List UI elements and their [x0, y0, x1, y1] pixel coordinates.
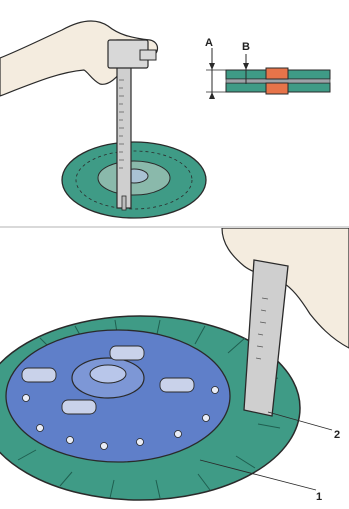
- dim-a-arrow-top: [209, 63, 215, 70]
- lining-lower-right: [288, 83, 330, 92]
- rivet-head-top: [266, 68, 288, 79]
- cross-section-diagram: A B: [205, 37, 330, 99]
- caliper-measurement-illustration: A B: [0, 0, 349, 226]
- dim-a-label: A: [205, 37, 213, 49]
- hub-splined-bore: [90, 365, 126, 383]
- callout-2-label: 2: [334, 429, 340, 441]
- dim-b-arrow-top: [243, 63, 249, 70]
- rivet-head-bottom: [266, 83, 288, 94]
- rivet-depth-illustration: 1 2: [0, 228, 349, 509]
- steel-plate: [226, 79, 330, 83]
- bottom-panel-rivet-depth-check: 1 2: [0, 228, 349, 509]
- top-panel-caliper-measurement: A B: [0, 0, 349, 226]
- dim-b-label: B: [242, 41, 250, 53]
- dim-a-arrow-bottom: [209, 92, 215, 99]
- lining-lower-left: [226, 83, 266, 92]
- callout-1-label: 1: [316, 491, 322, 503]
- lining-upper-right: [288, 70, 330, 79]
- caliper-jaw: [140, 50, 156, 60]
- caliper-depth-rod: [122, 196, 126, 210]
